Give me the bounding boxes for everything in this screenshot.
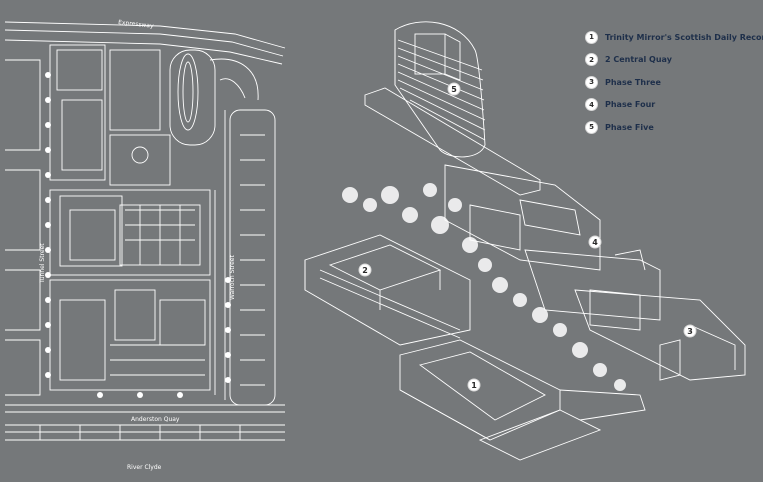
axonometric-view	[304, 21, 746, 461]
warroch-street-label: Warroch Street	[229, 255, 236, 300]
legend-number-2: 2	[586, 54, 597, 66]
expressway-label: Expressway	[118, 19, 155, 30]
building-number-4: 4	[592, 238, 598, 247]
building-marker-1: 1	[467, 378, 481, 392]
building-number-3: 3	[687, 327, 693, 336]
legend-label-2: 2 Central Quay	[605, 55, 672, 65]
river-clyde-label: River Clyde	[127, 464, 162, 471]
legend-label-3: Phase Three	[605, 77, 661, 87]
legend-item-2: 2 2 Central Quay	[586, 49, 763, 72]
legend-label-1: Trinity Mirror's Scottish Daily Record H…	[605, 32, 763, 42]
legend: 1 Trinity Mirror's Scottish Daily Record…	[586, 26, 763, 139]
anderston-quay-label: Anderston Quay	[131, 416, 180, 423]
building-marker-4: 4	[588, 235, 602, 249]
building-number-2: 2	[362, 266, 368, 275]
site-plan	[4, 21, 286, 441]
legend-label-4: Phase Four	[605, 100, 656, 110]
legend-label-5: Phase Five	[605, 122, 654, 132]
building-marker-2: 2	[358, 263, 372, 277]
building-marker-3: 3	[683, 324, 697, 338]
legend-number-4: 4	[586, 99, 597, 111]
building-marker-5: 5	[447, 82, 461, 96]
legend-number-5: 5	[586, 121, 597, 133]
legend-item-4: 4 Phase Four	[586, 94, 763, 117]
building-number-1: 1	[471, 381, 477, 390]
building-number-5: 5	[451, 85, 457, 94]
tunnel-street-label: Tunnel Street	[39, 243, 46, 284]
legend-number-1: 1	[586, 31, 597, 43]
legend-item-5: 5 Phase Five	[586, 116, 763, 139]
legend-item-3: 3 Phase Three	[586, 71, 763, 94]
legend-number-3: 3	[586, 76, 597, 88]
tree-canopy	[342, 183, 626, 391]
legend-item-1: 1 Trinity Mirror's Scottish Daily Record…	[586, 26, 763, 49]
